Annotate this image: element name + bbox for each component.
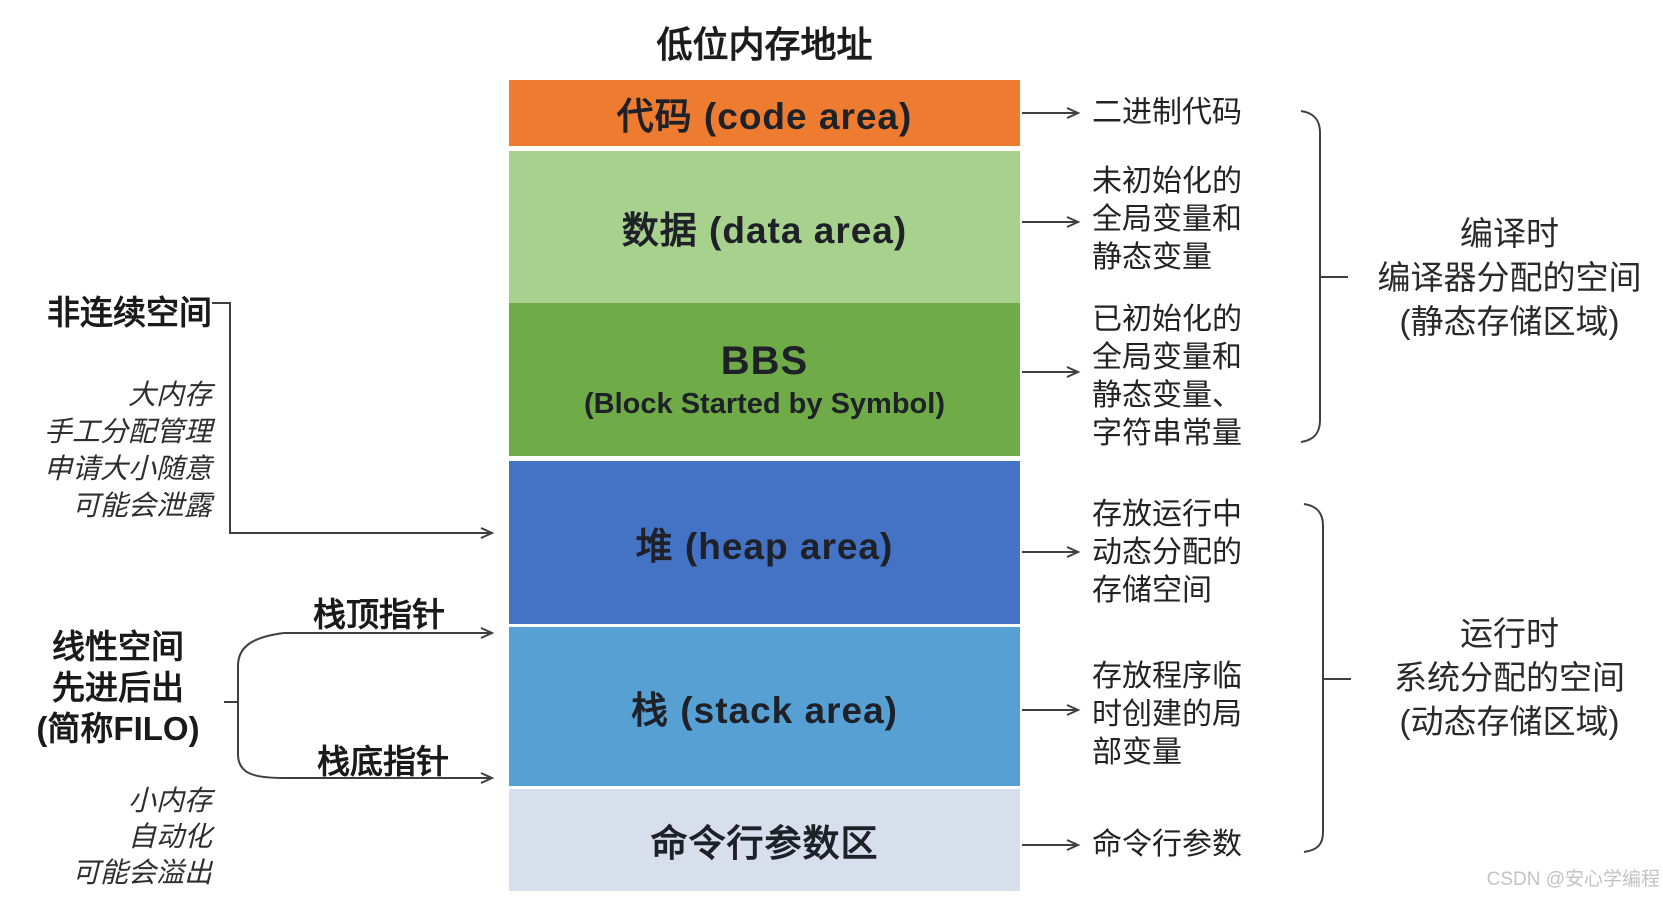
annotation-stack: 存放程序临 时创建的局 部变量 — [1092, 660, 1242, 769]
filo-brace — [224, 632, 285, 779]
memory-block-cmdline: 命令行参数区 — [509, 789, 1020, 891]
annotation-heap: 存放运行中 动态分配的 存储空间 — [1092, 498, 1242, 607]
stack-bottom-pointer-label: 栈底指针 — [317, 743, 449, 780]
memory-block-data-label: 数据 (data area) — [621, 210, 908, 251]
memory-block-data: 数据 (data area) — [509, 151, 1020, 303]
memory-block-bss-sublabel: (Block Started by Symbol) — [584, 387, 945, 420]
memory-block-stack-label: 栈 (stack area) — [631, 689, 898, 731]
group-label-compile-time: 编译时 编译器分配的空间 (静态存储区域) — [1377, 215, 1642, 340]
bracket-compile-time — [1300, 110, 1348, 443]
memory-block-bss-label: BBS — [720, 338, 809, 383]
heap-handwritten-notes: 大内存 手工分配管理 申请大小随意 可能会泄露 — [43, 378, 212, 522]
group-label-run-time: 运行时 系统分配的空间 (动态存储区域) — [1394, 615, 1625, 740]
annotation-cmdline: 命令行参数 — [1092, 828, 1242, 861]
annotation-code: 二进制代码 — [1092, 96, 1242, 129]
memory-block-heap: 堆 (heap area) — [509, 461, 1020, 624]
annotation-data: 未初始化的 全局变量和 静态变量 — [1092, 165, 1242, 274]
memory-block-code: 代码 (code area) — [509, 80, 1020, 146]
memory-block-code-label: 代码 (code area) — [616, 96, 913, 137]
memory-block-heap-label: 堆 (heap area) — [635, 525, 894, 567]
csdn-watermark: CSDN @安心学编程 — [1486, 869, 1660, 890]
memory-block-bss: BBS (Block Started by Symbol) — [509, 303, 1020, 456]
memory-block-stack: 栈 (stack area) — [509, 627, 1020, 786]
left-title-linear-space-filo: 线性空间 先进后出 (简称FILO) — [36, 628, 200, 747]
diagram-title: 低位内存地址 — [656, 24, 873, 65]
memory-block-cmdline-label: 命令行参数区 — [650, 823, 879, 864]
bracket-run-time — [1303, 503, 1351, 853]
stack-top-pointer-label: 栈顶指针 — [313, 596, 445, 633]
stack-handwritten-notes: 小内存 自动化 可能会溢出 — [71, 784, 212, 889]
annotation-bss: 已初始化的 全局变量和 静态变量、 字符串常量 — [1092, 303, 1242, 450]
arrow-noncontiguous-to-heap — [212, 302, 495, 539]
left-title-noncontiguous-space: 非连续空间 — [47, 294, 212, 331]
